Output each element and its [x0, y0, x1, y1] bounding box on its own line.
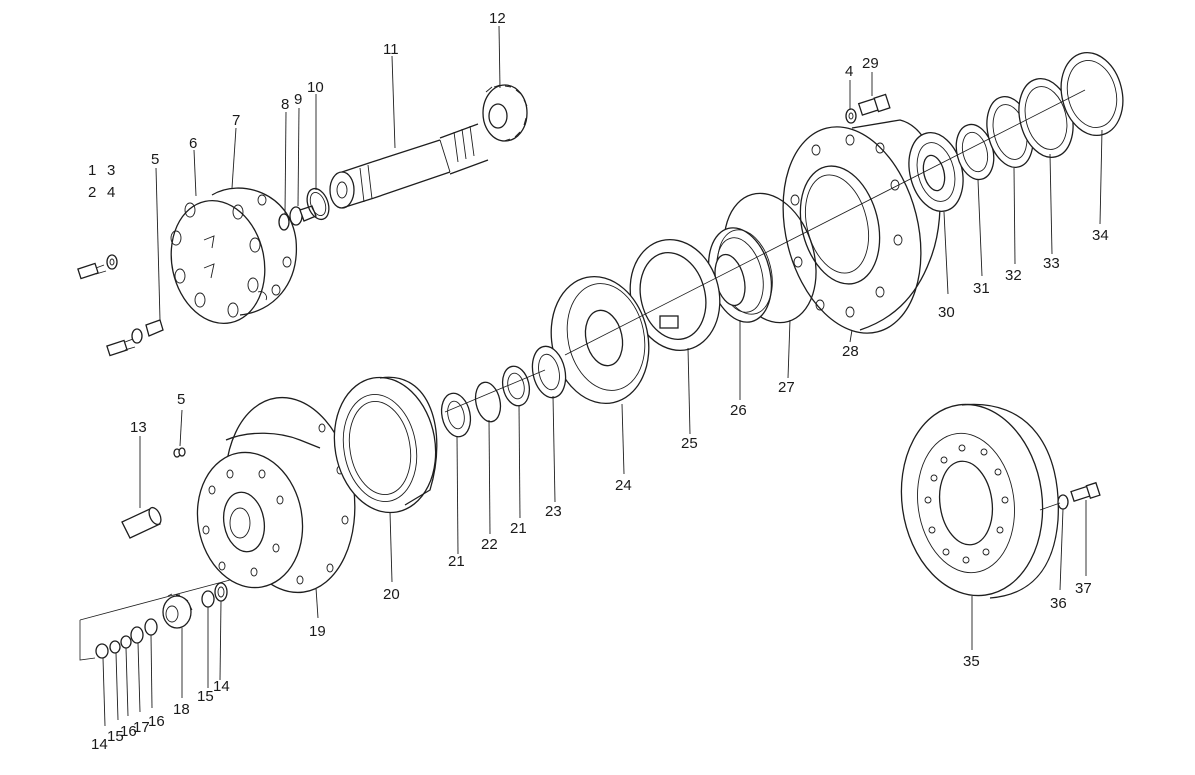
- callout-6: 6: [189, 135, 197, 152]
- callout-13: 13: [130, 419, 147, 436]
- callout-8: 8: [281, 96, 289, 113]
- callout-4: 4: [107, 184, 115, 201]
- callout-35: 35: [963, 653, 980, 670]
- callout-14-a: 14: [91, 736, 108, 753]
- callout-33: 33: [1043, 255, 1060, 272]
- callout-18: 18: [173, 701, 190, 718]
- callout-12: 12: [489, 10, 506, 27]
- callout-19: 19: [309, 623, 326, 640]
- part-8-9-10-rings: [278, 187, 330, 231]
- callout-23: 23: [545, 503, 562, 520]
- callout-17: 17: [133, 719, 150, 736]
- callout-28: 28: [842, 343, 859, 360]
- callout-32: 32: [1005, 267, 1022, 284]
- callout-25: 25: [681, 435, 698, 452]
- part-4-29-bolt-washer: [845, 93, 891, 124]
- callout-22: 22: [481, 536, 498, 553]
- callout-27: 27: [778, 379, 795, 396]
- callout-15-a: 15: [107, 728, 124, 745]
- part-20-ring-gear: [333, 376, 438, 514]
- part-36-37-bolt-washer: [1039, 481, 1101, 511]
- part-5-pin-upper: [106, 319, 164, 357]
- callout-29: 29: [862, 55, 879, 72]
- part-19-planet-housing: [196, 396, 356, 594]
- callout-5: 5: [151, 151, 159, 168]
- part-24-seal-housing: [550, 275, 650, 405]
- callout-15-b: 15: [197, 688, 214, 705]
- part-1-2-bolt: [77, 254, 118, 280]
- callout-labels: 1 3 2 4 5 6 7 8 9 10 11 12 4 29 34 33 32…: [88, 10, 1109, 753]
- parts-14-18-planet-stack: [95, 582, 228, 659]
- part-7-cover-ring: [211, 187, 297, 316]
- part-35-brake-disc: [900, 403, 1059, 599]
- part-21-22-nut-lock: [440, 365, 531, 438]
- callout-2: 2: [88, 184, 96, 201]
- callout-16-b: 16: [148, 713, 165, 730]
- callout-16-a: 16: [120, 723, 137, 740]
- leader-lines: [102, 25, 1103, 727]
- callout-11: 11: [383, 41, 399, 58]
- part-28-wheel-hub: [782, 119, 941, 334]
- part-12-pinion-gear: [482, 84, 528, 142]
- part-25-seal-carrier: [629, 238, 721, 352]
- part-11-shaft: [329, 123, 489, 209]
- callout-5-lower: 5: [177, 391, 185, 408]
- callout-14-b: 14: [213, 678, 230, 695]
- callout-3: 3: [107, 162, 115, 179]
- part-6-cover-plate: [170, 199, 266, 325]
- part-33-34-seals: [1018, 51, 1124, 158]
- callout-21-left: 21: [448, 553, 465, 570]
- part-13-dowel-pin: [121, 506, 162, 539]
- callout-1: 1: [88, 162, 96, 179]
- callout-9: 9: [294, 91, 302, 108]
- callout-31: 31: [973, 280, 990, 297]
- callout-4-upper: 4: [845, 63, 853, 80]
- callout-20: 20: [383, 586, 400, 603]
- callout-34: 34: [1092, 227, 1109, 244]
- callout-36: 36: [1050, 595, 1067, 612]
- callout-30: 30: [938, 304, 955, 321]
- callout-21-right: 21: [510, 520, 527, 537]
- callout-7: 7: [232, 112, 240, 129]
- callout-37: 37: [1075, 580, 1092, 597]
- callout-10: 10: [307, 79, 324, 96]
- callout-26: 26: [730, 402, 747, 419]
- callout-24: 24: [615, 477, 632, 494]
- part-5-pin-lower: [173, 447, 186, 458]
